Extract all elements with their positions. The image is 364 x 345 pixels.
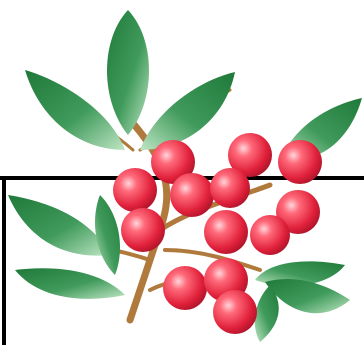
berry: [210, 168, 250, 208]
leaf-left-bottom: [15, 268, 125, 299]
leaf-bottom-right: [265, 279, 350, 314]
berry: [228, 133, 272, 177]
berry: [170, 173, 214, 217]
berry: [213, 290, 257, 334]
leaf-upper-left: [25, 70, 125, 150]
berry: [276, 190, 320, 234]
leaf-left-mid: [95, 195, 120, 275]
berry: [121, 208, 165, 252]
berry: [250, 215, 290, 255]
leaf-top: [107, 10, 149, 135]
berry: [113, 168, 157, 212]
leaf-bottom: [254, 285, 279, 342]
berry: [151, 140, 195, 184]
leaf-left-lower: [8, 195, 110, 256]
leaves: [8, 10, 362, 342]
berry: [163, 266, 207, 310]
berry: [204, 210, 248, 254]
berry: [278, 140, 322, 184]
leaf-upper-right: [140, 72, 235, 150]
berries: [113, 133, 322, 334]
